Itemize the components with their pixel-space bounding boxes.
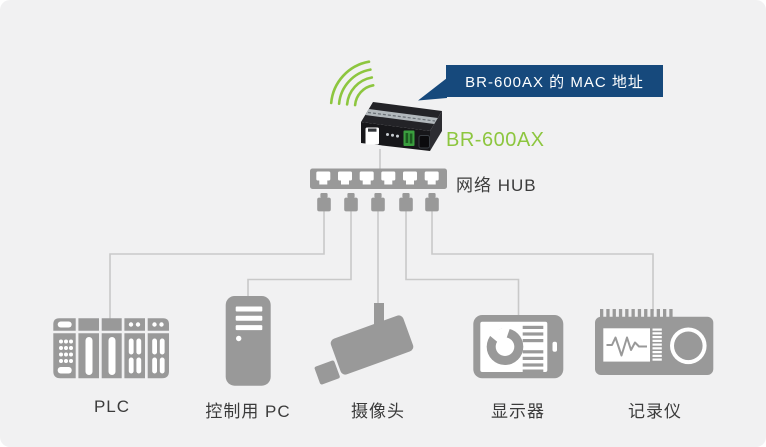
wifi-signal-icon	[329, 60, 375, 107]
recorder-icon	[595, 309, 714, 375]
display-side-button	[552, 341, 557, 352]
ethernet-plug-icon	[399, 193, 413, 212]
device-label-pc: 控制用 PC	[205, 402, 291, 421]
router-led	[391, 133, 394, 137]
device-label-plc: PLC	[93, 397, 131, 416]
recorder-level-bars	[652, 328, 662, 361]
router-led	[396, 134, 399, 138]
router-terminal-block	[403, 130, 415, 146]
recorder-waveform	[606, 336, 647, 357]
router-lan-port	[365, 127, 379, 145]
device-label-recorder: 记录仪	[628, 402, 682, 421]
ethernet-plug-icon	[344, 193, 358, 212]
router-label: BR-600AX	[446, 129, 545, 151]
recorder-heatsink	[600, 309, 673, 317]
hub-port	[316, 171, 439, 185]
camera-lens	[314, 360, 340, 385]
callout-pointer	[418, 78, 447, 101]
ethernet-plugs	[317, 193, 439, 212]
cable-to-pc	[247, 211, 352, 298]
ethernet-plug-icon	[371, 193, 385, 212]
callout-mac-address: BR-600AX 的 MAC 地址	[446, 65, 663, 97]
camera-icon	[314, 303, 414, 385]
ethernet-plug-icon	[425, 193, 439, 212]
callout-text: BR-600AX 的 MAC 地址	[465, 73, 644, 91]
device-label-camera: 摄像头	[351, 402, 405, 421]
router-led	[386, 133, 389, 136]
router-device-icon	[361, 102, 442, 151]
pc-power-button	[236, 335, 242, 342]
device-label-display: 显示器	[491, 402, 545, 421]
cable-to-recorder	[431, 211, 654, 311]
hub-label: 网络 HUB	[456, 176, 537, 195]
router-power-port	[418, 135, 430, 149]
network-cables	[109, 211, 654, 319]
cable-to-plc	[109, 211, 325, 319]
display-icon	[473, 315, 564, 379]
network-hub-icon	[310, 168, 447, 189]
router-label-stripe	[365, 109, 438, 124]
pc-tower-icon	[225, 296, 271, 386]
cable-to-display	[405, 211, 520, 317]
plc-icon	[53, 316, 169, 380]
ethernet-plug-icon	[317, 193, 331, 212]
